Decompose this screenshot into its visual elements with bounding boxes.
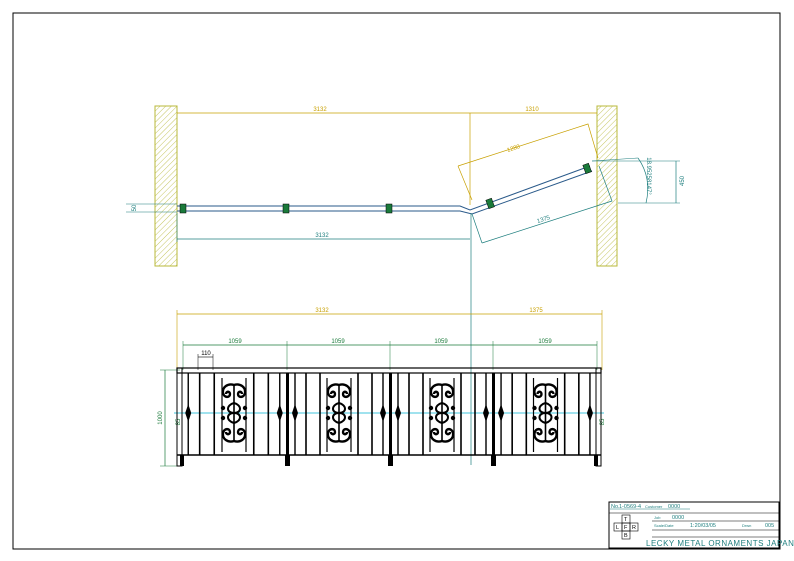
leaf-ornament: [380, 404, 386, 422]
post-foot: [285, 455, 290, 466]
plan-dim-rise: 450: [680, 175, 686, 186]
site-code: 0000: [672, 515, 684, 521]
plan-post: [385, 203, 393, 214]
elev-panel-dim: 1059: [434, 339, 448, 345]
sheet-label: Drwn: [742, 523, 751, 528]
leaf-ornament: [483, 404, 489, 422]
sheet-value: 005: [765, 523, 774, 529]
leaf-ornament: [395, 404, 401, 422]
elev-dim-side-right: 85: [600, 418, 606, 425]
leaf-ornament: [185, 404, 192, 422]
elev-dim-total-left: 3132: [315, 308, 329, 314]
plan-dim-wall-offset: 50: [132, 204, 138, 211]
post-foot: [388, 455, 393, 466]
elev-dim-total-right: 1375: [529, 308, 543, 314]
box-letter-bottom: B: [624, 533, 628, 539]
plan-view: 3132 1310 1280 50 3132 1375 450 18.: [126, 105, 686, 465]
ornament-group: [219, 378, 560, 452]
title-block-frame: [608, 501, 780, 549]
right-wall: [596, 105, 618, 267]
plan-diag-dim-lower: [481, 165, 613, 244]
end-post-right: [595, 367, 602, 467]
plan-dim-diag-lower: 1375: [536, 215, 551, 225]
box-letter-top: T: [624, 517, 628, 523]
box-letter-right: R: [632, 525, 636, 531]
elev-panel-dim: 1059: [538, 339, 552, 345]
plan-post: [582, 162, 592, 175]
box-letter-left: L: [616, 525, 619, 531]
drawing-frame: [12, 12, 781, 550]
post-foot: [180, 455, 184, 466]
leaf-ornament: [292, 404, 298, 422]
leaf-ornament: [276, 404, 283, 422]
elev-panel-dim: 1059: [331, 339, 345, 345]
customer-code: 0000: [668, 504, 680, 510]
scale-label: Scale/Date: [654, 523, 674, 528]
baluster-group: [185, 373, 593, 455]
elev-dim-bar-gap: 110: [201, 351, 211, 357]
left-wall: [154, 105, 178, 267]
site-label: Job: [654, 515, 661, 520]
plan-angle-arc: [637, 157, 649, 204]
top-handrail: [176, 367, 602, 374]
post-foot: [491, 455, 496, 466]
mid-post: [492, 373, 495, 466]
elevation-view: 3132 1375 1059 1059 1059 1059 110 1000 8…: [158, 308, 606, 467]
plan-dim-angle: 18.95258147°: [645, 157, 651, 195]
mid-post: [389, 373, 392, 466]
title-block: No. 1-0569-4 Customer 0000 T L F R B Job…: [608, 501, 794, 549]
plan-post: [179, 203, 187, 214]
box-letter-front: F: [624, 525, 628, 531]
plan-dim-top-left: 3132: [313, 107, 327, 113]
plan-diag-dim-upper: [457, 123, 599, 167]
scale-value: 1:20/03/05: [690, 523, 716, 529]
mid-post: [286, 373, 289, 466]
plan-post: [282, 203, 290, 214]
leaf-ornament: [586, 404, 593, 422]
drawing-no-label: No.: [611, 504, 620, 510]
plan-dim-top-right: 1310: [525, 107, 539, 113]
plan-dim-bottom: 3132: [315, 233, 329, 239]
company-name: LECKY METAL ORNAMENTS JAPAN: [646, 539, 794, 548]
drawing-no: 1-0569-4: [619, 504, 641, 510]
elev-panel-dim: 1059: [228, 339, 242, 345]
post-foot: [594, 455, 598, 466]
plan-dim-diag-upper: 1280: [506, 144, 521, 154]
customer-label: Customer: [645, 504, 663, 509]
elev-dim-height: 1000: [158, 411, 164, 425]
plan-handrail: [177, 165, 591, 211]
plan-post: [485, 197, 495, 210]
leaf-ornament: [498, 404, 505, 422]
end-post-left: [176, 367, 183, 467]
elev-dim-side-left: 85: [176, 418, 182, 425]
